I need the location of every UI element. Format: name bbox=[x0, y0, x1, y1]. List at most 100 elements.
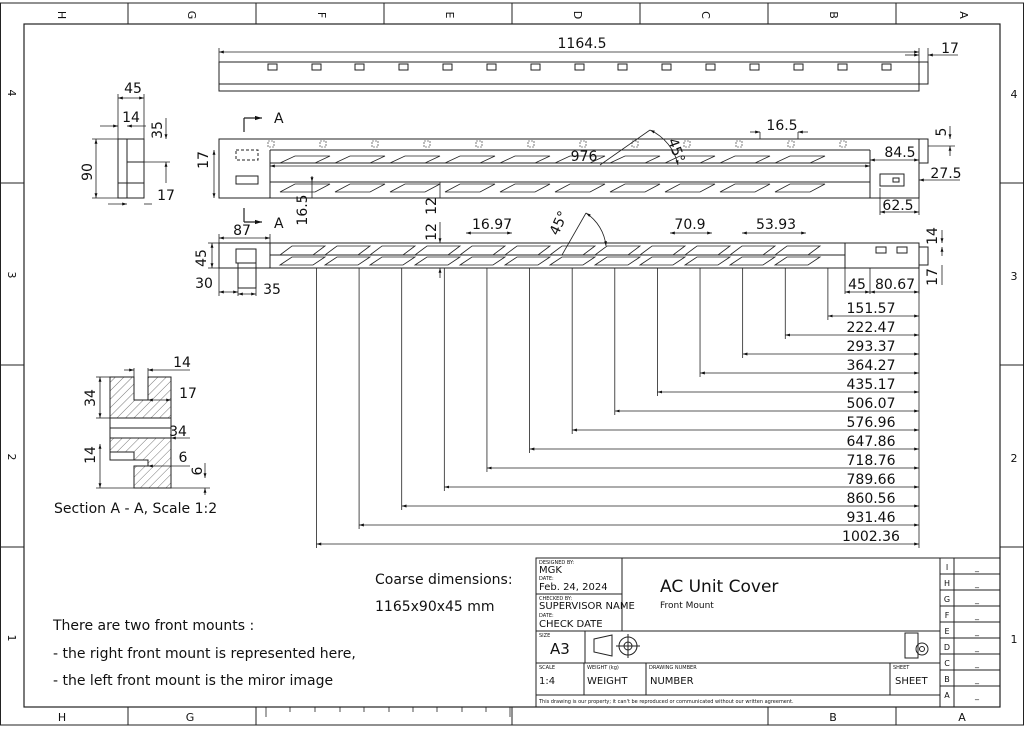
revision-letter: E bbox=[944, 627, 949, 636]
revision-value: _ bbox=[974, 611, 980, 620]
disclaimer: This drawing is our property; it can't b… bbox=[538, 699, 794, 705]
col-label-g-bottom: G bbox=[186, 711, 195, 724]
dim-bottom-angle: 45° bbox=[547, 209, 572, 238]
dim-middle-angle: 45° bbox=[664, 136, 688, 165]
note-line-2: - the right front mount is represented h… bbox=[53, 646, 356, 662]
row-label-3-right: 3 bbox=[1011, 270, 1018, 283]
bottom-view bbox=[218, 242, 929, 289]
col-label-c-top: C bbox=[699, 11, 712, 19]
revision-letter: D bbox=[944, 643, 950, 652]
side-view-small bbox=[117, 138, 145, 199]
sheet-label: SHEET bbox=[893, 665, 910, 671]
top-view-slots bbox=[267, 63, 892, 71]
checked-by-value: SUPERVISOR NAME bbox=[539, 601, 635, 612]
section-markers bbox=[243, 115, 262, 225]
revision-letter: A bbox=[944, 691, 950, 700]
col-label-g-top: G bbox=[185, 11, 198, 20]
bottom-view-slots bbox=[278, 245, 822, 266]
scale-value: 1:4 bbox=[539, 676, 555, 687]
dim-bottom-height: 45 bbox=[194, 249, 210, 267]
note-line-3: - the left front mount is the miror imag… bbox=[53, 673, 333, 689]
dim-side-inner: 14 bbox=[122, 110, 140, 126]
chain-dimension-label: 647.86 bbox=[847, 434, 896, 450]
col-label-h-bottom: H bbox=[58, 711, 66, 724]
dim-middle-length: 976 bbox=[571, 149, 598, 165]
col-label-b-bottom: B bbox=[829, 711, 837, 724]
revision-letter: F bbox=[945, 611, 950, 620]
revision-letter: B bbox=[944, 675, 950, 684]
weight-label: WEIGHT (kg) bbox=[587, 665, 619, 671]
chain-dimensions: 151.57222.47293.37364.27435.17506.07576.… bbox=[316, 268, 920, 548]
middle-view-dims bbox=[212, 126, 960, 215]
dim-section-lip-b: 6 bbox=[190, 466, 206, 475]
middle-view bbox=[218, 138, 929, 199]
dim-bottom-pitch: 70.9 bbox=[674, 217, 705, 233]
dim-overall-length: 1164.5 bbox=[558, 36, 607, 52]
chain-dimension-label: 931.46 bbox=[847, 510, 896, 526]
chain-dimension-label: 789.66 bbox=[847, 472, 896, 488]
col-label-a-top: A bbox=[957, 11, 970, 19]
drawing-subtitle: Front Mount bbox=[660, 601, 714, 611]
size-label: SIZE bbox=[539, 633, 550, 639]
dim-web-height: 12 bbox=[424, 197, 440, 215]
dim-section-height-b: 34 bbox=[169, 424, 187, 440]
check-date-label: DATE: bbox=[539, 613, 554, 619]
revision-value: _ bbox=[974, 659, 980, 668]
gear-icon bbox=[904, 632, 929, 659]
dim-bottom-slot: 16.97 bbox=[472, 217, 512, 233]
chain-dimension-label: 222.47 bbox=[847, 320, 896, 336]
dim-section-top: 14 bbox=[173, 355, 191, 371]
dim-edge-offset: 5 bbox=[934, 128, 950, 137]
dim-section-lip: 6 bbox=[179, 450, 188, 466]
drawing-number-value: NUMBER bbox=[650, 676, 694, 687]
chain-dimension-label: 151.57 bbox=[847, 301, 896, 317]
section-view-dims bbox=[96, 368, 210, 495]
dim-end-width: 17 bbox=[941, 41, 959, 57]
row-label-4-right: 4 bbox=[1011, 88, 1018, 101]
section-caption: Section A - A, Scale 1:2 bbox=[54, 501, 217, 517]
dim-end-hole-pos: 27.5 bbox=[930, 166, 961, 182]
zone-column-labels: H G F E D C B A H G B A 4 3 2 1 4 3 2 1 bbox=[5, 11, 1018, 724]
revision-letter: I bbox=[946, 563, 948, 572]
checked-by-label: CHECKED BY: bbox=[539, 596, 572, 602]
dim-bottom-end-a: 14 bbox=[925, 227, 941, 245]
row-label-1-right: 1 bbox=[1011, 633, 1018, 646]
revision-value: _ bbox=[974, 595, 980, 604]
designed-by-label: DESIGNED BY: bbox=[539, 560, 574, 566]
col-label-e-top: E bbox=[443, 12, 456, 19]
dim-height-left: 17 bbox=[196, 151, 212, 169]
projection-symbol-icon bbox=[593, 634, 640, 658]
middle-view-top-holes bbox=[267, 140, 847, 148]
drawing-title: AC Unit Cover bbox=[660, 577, 778, 597]
weight-value: WEIGHT bbox=[587, 676, 628, 687]
chain-dimension-label: 860.56 bbox=[847, 491, 896, 507]
note-line-1: There are two front mounts : bbox=[52, 618, 254, 634]
chain-dimension-label: 364.27 bbox=[847, 358, 896, 374]
top-view bbox=[218, 61, 929, 92]
revision-value: _ bbox=[974, 691, 980, 700]
zone-columns-bottom bbox=[127, 707, 897, 725]
row-label-2-left: 2 bbox=[5, 454, 18, 461]
revision-letter: H bbox=[944, 579, 950, 588]
sheet-value: SHEET bbox=[895, 676, 929, 687]
dim-bottom-right-b: 80.67 bbox=[875, 277, 915, 293]
revision-value: _ bbox=[974, 627, 980, 636]
date-value: Feb. 24, 2024 bbox=[539, 582, 608, 593]
dim-bottom-left-b: 35 bbox=[263, 282, 281, 298]
check-date-value: CHECK DATE bbox=[539, 619, 603, 630]
size-value: A3 bbox=[550, 640, 570, 658]
dim-section-height: 34 bbox=[83, 389, 99, 407]
dim-bottom-left-a: 30 bbox=[195, 276, 213, 292]
col-label-b-top: B bbox=[827, 11, 840, 19]
designed-by-value: MGK bbox=[539, 565, 562, 576]
side-view-dims bbox=[92, 94, 170, 206]
title-block bbox=[535, 557, 1001, 708]
dim-section-lower: 14 bbox=[83, 446, 99, 464]
dim-side-depth: 35 bbox=[150, 121, 166, 139]
coarse-value: 1165x90x45 mm bbox=[375, 599, 495, 615]
top-view-dims bbox=[218, 48, 958, 62]
revision-letter: C bbox=[944, 659, 950, 668]
chain-dimension-label: 1002.36 bbox=[842, 529, 900, 545]
section-marker-top: A bbox=[274, 111, 284, 127]
